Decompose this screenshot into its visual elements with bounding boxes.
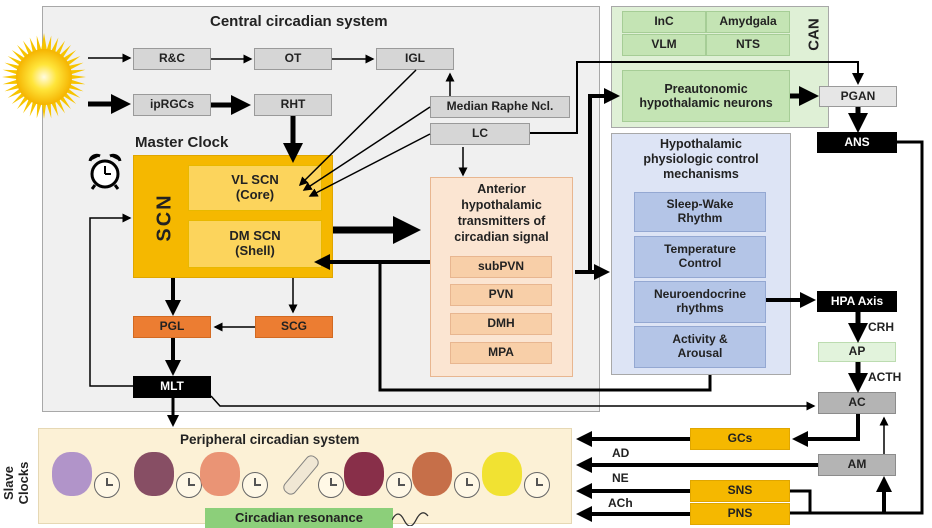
inc-node[interactable]: InC xyxy=(622,11,706,33)
organ-row xyxy=(52,450,572,506)
muscle-icon xyxy=(200,452,240,496)
vl-scn-label: VL SCN xyxy=(231,172,279,188)
clock-icon xyxy=(242,472,268,498)
acth-label: ACTH xyxy=(868,370,902,384)
ach-label: ACh xyxy=(608,496,633,510)
heart-icon xyxy=(412,452,452,496)
sns-link-line xyxy=(790,489,812,513)
median-raphe-node[interactable]: Median Raphe Ncl. xyxy=(430,96,570,118)
mlt-feedback-arrow xyxy=(89,213,133,387)
crh-label: CRH xyxy=(868,320,894,334)
liver-icon xyxy=(134,452,174,496)
master-clock-label: Master Clock xyxy=(135,134,229,151)
dm-scn-sublabel: (Shell) xyxy=(235,243,275,258)
scg-node[interactable]: SCG xyxy=(255,316,333,338)
ans-to-pns-line xyxy=(790,140,924,515)
hpa-axis-node[interactable]: HPA Axis xyxy=(817,291,897,312)
anterior-title: Anterior hypothalamic transmitters of ci… xyxy=(454,182,549,244)
dmh-node[interactable]: DMH xyxy=(450,313,552,335)
pvn-node[interactable]: PVN xyxy=(450,284,552,306)
pgl-node[interactable]: PGL xyxy=(133,316,211,338)
hypothalamic-to-dmscn-line xyxy=(378,262,712,392)
am-node[interactable]: AM xyxy=(818,454,896,476)
lymph-node-icon xyxy=(52,452,92,496)
to-preautonomic-arrow xyxy=(588,88,620,272)
gcs-node[interactable]: GCs xyxy=(690,428,790,450)
igl-to-vlscn-arrow xyxy=(298,69,417,187)
clock-icon xyxy=(454,472,480,498)
rc-node[interactable]: R&C xyxy=(133,48,211,70)
preautonomic-node[interactable]: Preautonomic hypothalamic neurons xyxy=(622,70,790,122)
clock-icon xyxy=(524,472,550,498)
mlt-to-ac-arrow xyxy=(210,395,816,411)
kidney-icon xyxy=(344,452,384,496)
subpvn-node[interactable]: subPVN xyxy=(450,256,552,278)
activity-arousal-node[interactable]: Activity &Arousal xyxy=(634,326,766,368)
vl-scn-sublabel: (Core) xyxy=(235,187,275,202)
alarm-clock-icon xyxy=(86,152,124,192)
iprgcs-node[interactable]: ipRGCs xyxy=(133,94,211,116)
lc-node[interactable]: LC xyxy=(430,123,530,145)
ne-label: NE xyxy=(612,471,629,485)
clock-icon xyxy=(318,472,344,498)
wave-icon xyxy=(392,512,429,526)
lc-to-vlscn-arrow xyxy=(308,133,431,197)
peripheral-title: Peripheral circadian system xyxy=(180,432,360,447)
clock-icon xyxy=(386,472,412,498)
central-title: Central circadian system xyxy=(210,13,388,30)
clock-icon xyxy=(94,472,120,498)
igl-node[interactable]: IGL xyxy=(376,48,454,70)
vlm-node[interactable]: VLM xyxy=(622,34,706,56)
ot-node[interactable]: OT xyxy=(254,48,332,70)
ac-to-gcs-arrow xyxy=(792,414,860,447)
ans-node[interactable]: ANS xyxy=(817,132,897,153)
circadian-resonance-badge: Circadian resonance xyxy=(205,508,393,528)
sun-icon xyxy=(0,33,88,121)
median-raphe-to-vlscn-arrow xyxy=(302,106,431,191)
pgan-node[interactable]: PGAN xyxy=(819,86,897,107)
vl-scn-node[interactable]: VL SCN (Core) xyxy=(188,165,322,211)
pns-node[interactable]: PNS xyxy=(690,503,790,525)
lc-to-pgan-arrow xyxy=(530,61,864,134)
dm-scn-label: DM SCN xyxy=(229,228,281,244)
sns-node[interactable]: SNS xyxy=(690,480,790,502)
adipose-icon xyxy=(482,452,522,496)
rht-node[interactable]: RHT xyxy=(254,94,332,116)
hypothalamic-title: Hypothalamic physiologic control mechani… xyxy=(643,137,759,181)
amygdala-node[interactable]: Amydgala xyxy=(706,11,790,33)
nts-node[interactable]: NTS xyxy=(706,34,790,56)
mpa-node[interactable]: MPA xyxy=(450,342,552,364)
mlt-node[interactable]: MLT xyxy=(133,376,211,398)
ad-label: AD xyxy=(612,446,630,460)
dm-scn-node[interactable]: DM SCN (Shell) xyxy=(188,220,322,268)
